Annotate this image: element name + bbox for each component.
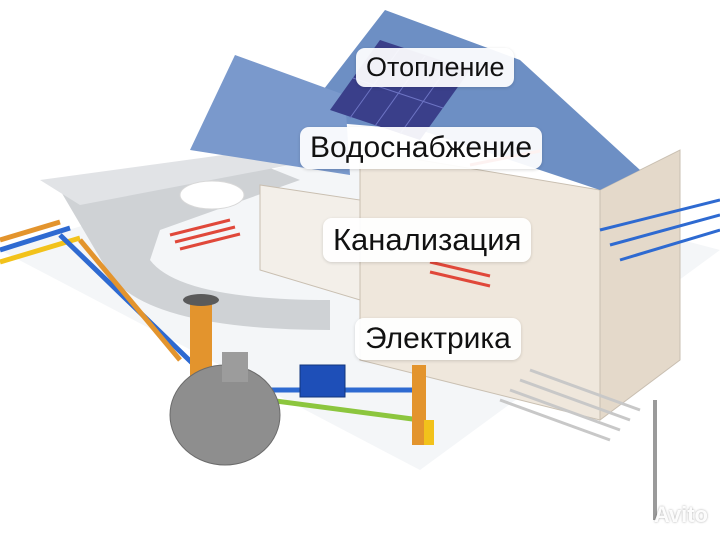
driveway <box>60 160 330 330</box>
house-wall-right <box>599 149 681 421</box>
heating-coil-yard <box>499 368 641 442</box>
drain-riser <box>190 300 212 380</box>
avito-logo-icon <box>619 504 645 527</box>
drain-cap <box>183 294 219 306</box>
yellow-stand <box>424 420 434 445</box>
avito-watermark: Avito <box>618 500 708 530</box>
septic-tank-neck <box>222 352 248 382</box>
heating-coil-left <box>169 218 241 251</box>
label-electrical: Электрика <box>355 318 521 360</box>
car <box>179 180 245 210</box>
label-sewerage: Канализация <box>323 218 532 262</box>
label-heating: Отопление <box>356 48 515 87</box>
water-pump-unit <box>299 364 346 398</box>
sewer-riser <box>412 365 426 445</box>
label-water-supply: Водоснабжение <box>300 127 543 169</box>
watermark-text: Avito <box>653 502 708 527</box>
annex-wall <box>259 184 361 301</box>
paved-area <box>40 150 290 205</box>
